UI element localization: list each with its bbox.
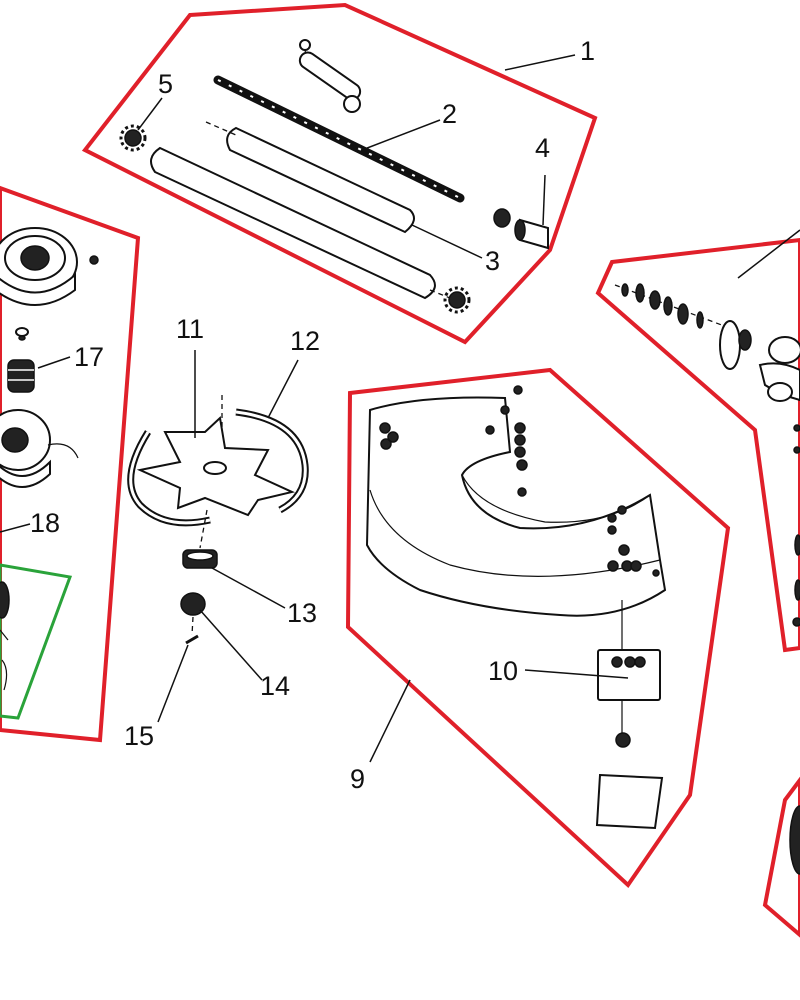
callout-1: 1: [580, 36, 595, 66]
spacer-washers: [15, 327, 29, 341]
group-outline-shaft-assembly[interactable]: [81, 2, 598, 345]
sprocket-lower: [443, 286, 471, 314]
callout-12: 12: [290, 326, 320, 356]
group-outline-head-assembly[interactable]: [0, 185, 141, 743]
pin-part-15: [185, 616, 199, 645]
callout-18: 18: [30, 508, 60, 538]
callout-4: 4: [535, 133, 550, 163]
callout-9: 9: [350, 764, 365, 794]
engine-assembly-part: [614, 283, 800, 627]
retaining-ring-part-12: [127, 408, 309, 527]
coupling-part-4: [493, 208, 549, 250]
sprocket-part-5: [119, 124, 147, 152]
callout-15: 15: [124, 721, 154, 751]
blade-part-11: [136, 395, 296, 517]
guard-part-9: [365, 385, 667, 617]
callout-3: 3: [485, 246, 500, 276]
callout-2: 2: [442, 99, 457, 129]
callout-17: 17: [74, 342, 104, 372]
callout-5: 5: [158, 69, 173, 99]
trimmer-head-part: [0, 227, 99, 306]
spring-part-17: [7, 359, 35, 393]
group-outline-guard[interactable]: [345, 367, 731, 889]
washer-part-13: [182, 509, 218, 569]
handle-bracket-part: [298, 39, 362, 113]
callout-11: 11: [176, 314, 204, 344]
callout-10: 10: [488, 656, 518, 686]
bottom-right-part: [789, 805, 800, 875]
group-outline-green[interactable]: [0, 563, 73, 720]
drive-shaft-part-2: [213, 75, 465, 203]
shaft-tube-inner: [205, 121, 415, 234]
part-in-green-box: [0, 581, 10, 691]
leader-lines: [0, 54, 800, 763]
guard-extension-part-10: [595, 600, 664, 830]
spool-base: [0, 409, 79, 488]
callout-14: 14: [260, 671, 290, 701]
callout-13: 13: [287, 598, 317, 628]
group-outline-engine[interactable]: [595, 237, 800, 653]
nut-part-14: [180, 592, 206, 616]
group-outline-bottom-right[interactable]: [762, 776, 800, 938]
